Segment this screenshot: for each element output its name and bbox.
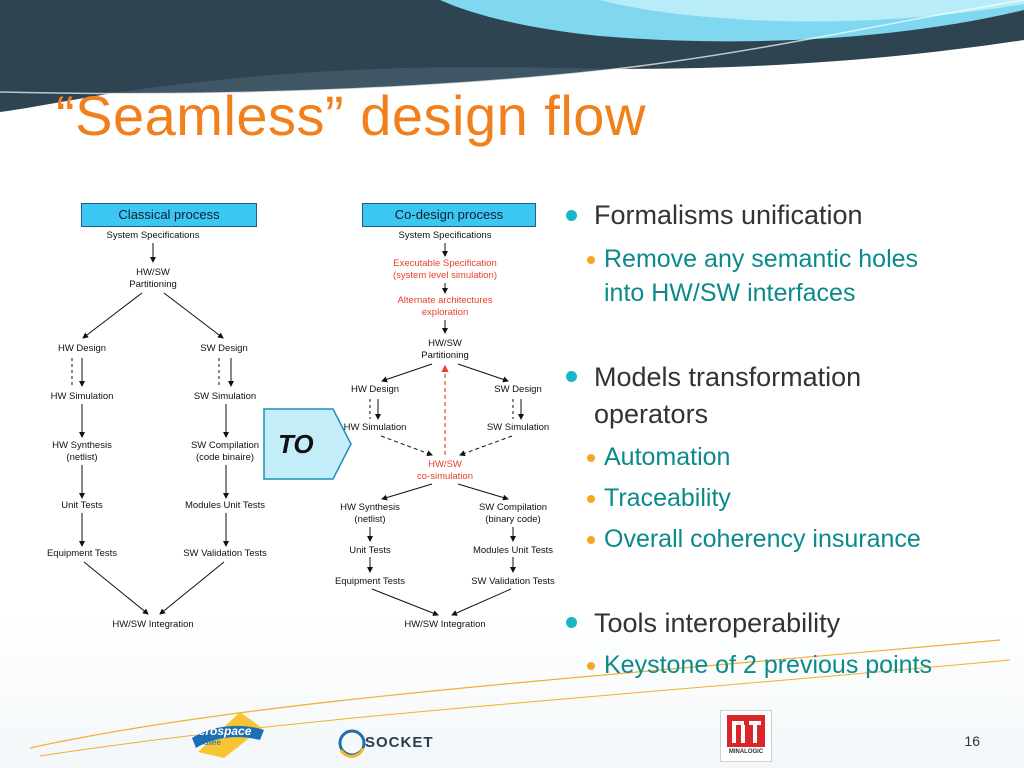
bullet-dot (566, 210, 577, 221)
codesign-hw-synthesis-line2: (netlist) (354, 514, 386, 525)
codesign-alternate-line1: Alternate architectures (397, 295, 493, 306)
sub-bullet-dot (587, 536, 595, 544)
codesign-cosim-line2: co-simulation (417, 471, 473, 482)
codesign-partitioning-line2: Partitioning (421, 350, 469, 361)
codesign-sw-design: SW Design (494, 384, 542, 395)
classical-hw-design: HW Design (57, 343, 107, 354)
top-swoosh-decoration (0, 0, 1024, 112)
classical-system-specifications: System Specifications (106, 230, 200, 241)
page-number: 16 (964, 733, 980, 749)
sub-bullet-dot (587, 495, 595, 503)
bullet-models-transformation-line1: Models transformation (594, 362, 862, 392)
codesign-modules-unit-tests: Modules Unit Tests (472, 545, 554, 556)
codesign-sw-compilation-line1: SW Compilation (478, 502, 548, 513)
codesign-unit-tests: Unit Tests (349, 545, 391, 556)
classical-modules-unit-tests: Modules Unit Tests (184, 500, 266, 511)
bullet-dot (566, 371, 577, 382)
aerospace-valley-logo: aerospace vallée (190, 708, 266, 760)
bottom-line-decoration (29, 639, 1011, 757)
codesign-executable-spec-line2: (system level simulation) (393, 270, 497, 281)
classical-flow-arrows (71, 243, 524, 616)
aerospace-logo-text: aerospace (192, 724, 252, 738)
bullet-dot (566, 617, 577, 628)
classical-sw-validation-tests: SW Validation Tests (183, 548, 267, 559)
classical-process-header: Classical process (81, 203, 257, 227)
sub-bullet-dot (587, 454, 595, 462)
classical-hw-simulation: HW Simulation (50, 391, 114, 402)
classical-hw-synthesis-line1: HW Synthesis (52, 440, 112, 451)
minalogic-logo-text: MINALOGIC (728, 749, 764, 755)
sub-bullet-traceability: Traceability (604, 484, 731, 512)
classical-sw-design: SW Design (200, 343, 248, 354)
bullet-tools-interoperability: Tools interoperability (594, 608, 841, 638)
codesign-sw-compilation-line2: (binary code) (485, 514, 541, 525)
classical-sw-compilation-line2: (code binaire) (195, 452, 255, 463)
classical-sw-simulation: SW Simulation (193, 391, 257, 402)
sub-bullet-dot (587, 662, 595, 670)
bullet-formalisms-unification: Formalisms unification (594, 200, 863, 230)
codesign-equipment-tests: Equipment Tests (334, 576, 406, 587)
transition-label: TO (278, 429, 314, 459)
socket-logo: SOCKET (337, 728, 441, 758)
classical-integration: HW/SW Integration (112, 619, 194, 630)
sub-bullet-coherency-insurance: Overall coherency insurance (604, 525, 921, 553)
classical-partitioning-line2: Partitioning (129, 279, 177, 290)
transition-arrow-shape (263, 408, 352, 480)
codesign-partitioning-line1: HW/SW (428, 338, 462, 349)
codesign-sw-simulation: SW Simulation (486, 422, 550, 433)
aerospace-logo-subtext: vallée (200, 738, 221, 747)
socket-logo-text: SOCKET (365, 734, 434, 751)
classical-partitioning-line1: HW/SW (136, 267, 170, 278)
codesign-hw-design: HW Design (350, 384, 400, 395)
codesign-hw-synthesis-line1: HW Synthesis (340, 502, 400, 513)
codesign-alternate-line2: exploration (421, 307, 469, 318)
sub-bullet-keystone: Keystone of 2 previous points (604, 651, 932, 679)
classical-hw-synthesis-line2: (netlist) (66, 452, 98, 463)
bullet-models-transformation-line2: operators (594, 399, 709, 429)
classical-unit-tests: Unit Tests (61, 500, 103, 511)
classical-sw-compilation-line1: SW Compilation (190, 440, 260, 451)
codesign-integration: HW/SW Integration (404, 619, 486, 630)
sub-bullet-semantic-holes-line1: Remove any semantic holes (604, 245, 919, 273)
codesign-cosim-line1: HW/SW (428, 459, 462, 470)
classical-equipment-tests: Equipment Tests (46, 548, 118, 559)
codesign-executable-spec-line1: Executable Specification (393, 258, 497, 269)
codesign-sw-validation-tests: SW Validation Tests (471, 576, 555, 587)
sub-bullet-dot (587, 256, 595, 264)
sub-bullet-semantic-holes-line2: into HW/SW interfaces (604, 279, 856, 307)
sub-bullet-automation: Automation (604, 443, 731, 471)
minalogic-logo: MINALOGIC (720, 710, 772, 762)
slide-title: “Seamless” design flow (56, 84, 646, 147)
codesign-process-header: Co-design process (362, 203, 536, 227)
codesign-hw-simulation: HW Simulation (343, 422, 407, 433)
codesign-system-specifications: System Specifications (398, 230, 492, 241)
